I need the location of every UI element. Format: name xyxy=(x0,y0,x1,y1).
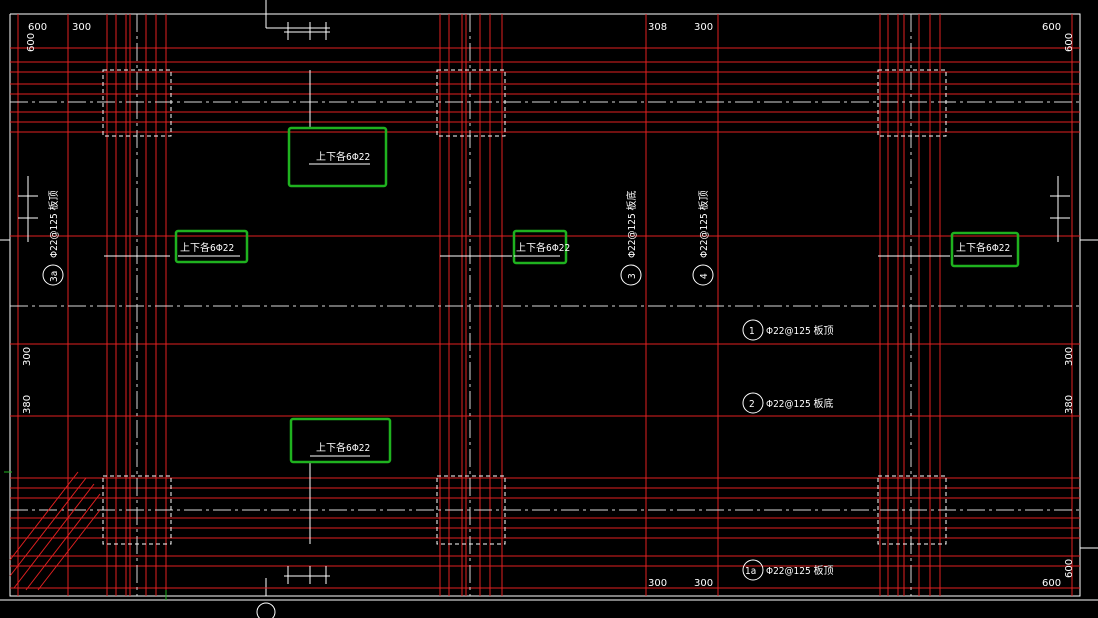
column-outlines xyxy=(102,69,947,545)
hatch-pattern xyxy=(9,471,101,591)
dim-300-left: 300 xyxy=(22,347,33,366)
callout-top-center[interactable]: 上下各6Φ22 xyxy=(287,126,388,188)
dim-380-left: 380 xyxy=(22,395,33,414)
rebar-label-3a[interactable]: 3a Φ22@125 板顶 xyxy=(42,190,64,286)
callout-text: 上下各6Φ22 xyxy=(316,441,370,454)
dim-300-bottom-a: 300 xyxy=(648,578,667,589)
dim-300-top: 300 xyxy=(694,22,713,33)
callout-text: 上下各6Φ22 xyxy=(316,150,370,163)
rebar-label-2[interactable]: 2 Φ22@125 板底 xyxy=(742,392,834,414)
axis-bubble-bottom xyxy=(256,602,276,618)
rebar-number: 2 xyxy=(749,399,755,410)
callout-text: 上下各6Φ22 xyxy=(180,241,234,254)
rebar-number: 1 xyxy=(749,326,755,337)
rebar-text: Φ22@125 板底 xyxy=(625,190,638,258)
dimension-labels: 600 300 308 300 600 300 300 600 600 300 … xyxy=(22,22,1075,589)
dim-600-right: 600 xyxy=(1064,33,1075,52)
rebar-number: 3 xyxy=(627,273,638,279)
dimension-ticks xyxy=(18,22,1070,584)
dim-600-left: 600 xyxy=(26,33,37,52)
dim-300-bottom-b: 300 xyxy=(694,578,713,589)
callout-right[interactable]: 上下各6Φ22 xyxy=(950,231,1020,268)
rebar-text: Φ22@125 板底 xyxy=(766,397,834,410)
dim-300-top-left: 300 xyxy=(72,22,91,33)
callout-center[interactable]: 上下各6Φ22 xyxy=(512,229,570,265)
dim-600-top-right: 600 xyxy=(1042,22,1061,33)
rebar-label-4[interactable]: 4 Φ22@125 板顶 xyxy=(692,190,714,286)
ucs-markers xyxy=(4,471,167,600)
dim-308-top: 308 xyxy=(648,22,667,33)
axis-lines xyxy=(10,14,1080,596)
rebar-horizontal-lines xyxy=(10,47,1080,589)
rebar-text: Φ22@125 板顶 xyxy=(766,324,834,337)
callout-left[interactable]: 上下各6Φ22 xyxy=(174,229,249,264)
rebar-text: Φ22@125 板顶 xyxy=(47,190,60,258)
dim-600-top-left: 600 xyxy=(28,22,47,33)
callout-text: 上下各6Φ22 xyxy=(516,241,570,254)
rebar-vertical-lines xyxy=(17,14,1073,596)
dim-300-right: 300 xyxy=(1064,347,1075,366)
rebar-text: Φ22@125 板顶 xyxy=(766,564,834,577)
rebar-number: 3a xyxy=(49,271,60,282)
rebar-label-3[interactable]: 3 Φ22@125 板底 xyxy=(620,190,642,286)
dim-600-right-bottom: 600 xyxy=(1064,559,1075,578)
slab-outline xyxy=(0,0,1098,601)
dim-380-right: 380 xyxy=(1064,395,1075,414)
rebar-label-1[interactable]: 1 Φ22@125 板顶 xyxy=(742,319,834,341)
rebar-number: 1a xyxy=(745,566,756,577)
rebar-label-1a[interactable]: 1a Φ22@125 板顶 xyxy=(742,559,834,581)
dim-600-bottom-right: 600 xyxy=(1042,578,1061,589)
rebar-number: 4 xyxy=(699,273,710,279)
callout-bottom-center[interactable]: 上下各6Φ22 xyxy=(289,417,392,464)
rebar-text: Φ22@125 板顶 xyxy=(697,190,710,258)
callout-text: 上下各6Φ22 xyxy=(956,241,1010,254)
